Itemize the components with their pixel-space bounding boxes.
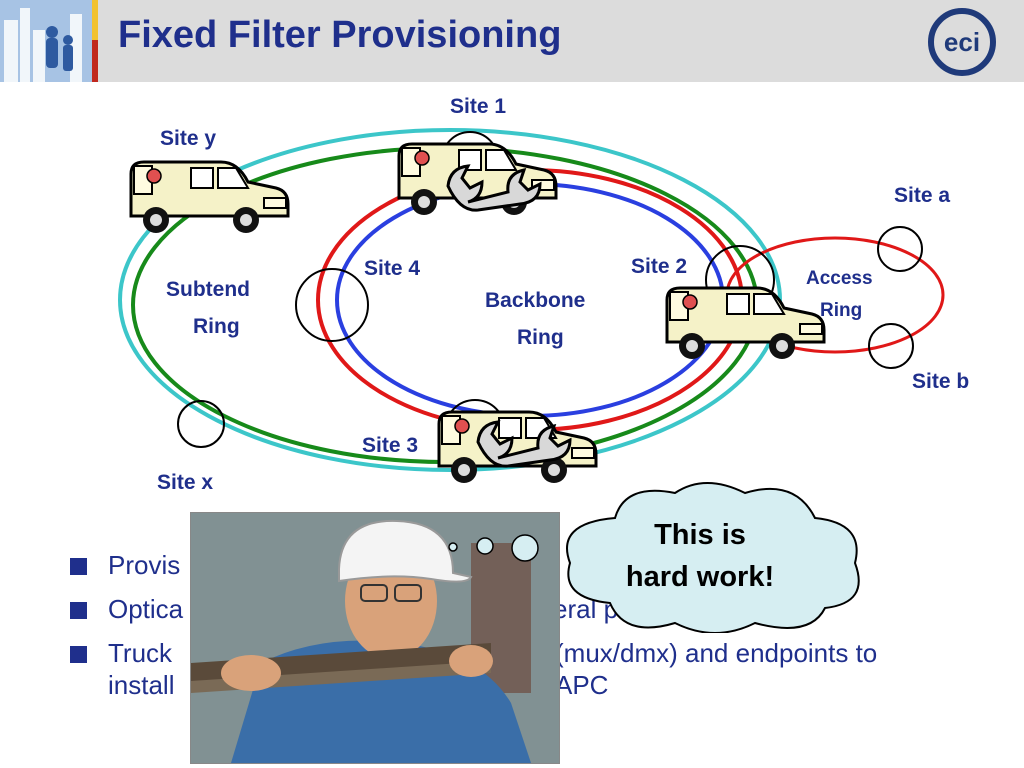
bullet-square <box>70 558 87 575</box>
label-subtend-ring-1: Subtend <box>166 278 250 301</box>
label-site-1: Site 1 <box>450 95 507 118</box>
label-site-4: Site 4 <box>364 257 421 280</box>
label-site-a: Site a <box>894 184 951 207</box>
van-site-y <box>129 160 290 235</box>
thought-bubble-trail <box>448 534 539 562</box>
site-circle-b <box>868 323 914 369</box>
label-site-x: Site x <box>157 471 214 494</box>
thought-bubble-text: This is hard work! <box>600 514 800 598</box>
label-site-3: Site 3 <box>362 434 419 457</box>
label-subtend-ring-2: Ring <box>193 315 240 338</box>
thought-line-2: hard work! <box>625 561 775 594</box>
worker-photo <box>190 512 560 764</box>
label-site-b: Site b <box>912 370 970 393</box>
bullet-square <box>70 602 87 619</box>
van-site-3 <box>437 410 598 485</box>
label-access-ring-1: Access <box>806 268 873 289</box>
label-site-y: Site y <box>160 127 217 150</box>
label-backbone-ring-1: Backbone <box>485 289 586 312</box>
label-access-ring-2: Ring <box>820 300 863 321</box>
site-circle-4 <box>295 268 369 342</box>
eci-logo: eci <box>928 8 996 76</box>
thought-bubble-cloud <box>566 482 860 633</box>
label-backbone-ring-2: Ring <box>517 326 564 349</box>
svg-text:eci: eci <box>944 27 980 57</box>
site-circle-x <box>177 400 225 448</box>
page-title: Fixed Filter Provisioning <box>118 14 562 56</box>
site-circle-a <box>877 226 923 272</box>
thought-line-1: This is <box>654 519 746 551</box>
label-site-2: Site 2 <box>631 255 688 278</box>
network-diagram <box>118 128 945 485</box>
city-silhouette-logo <box>0 0 98 82</box>
header-bar: Fixed Filter Provisioning eci <box>0 0 1024 82</box>
bullet-square <box>70 646 87 663</box>
